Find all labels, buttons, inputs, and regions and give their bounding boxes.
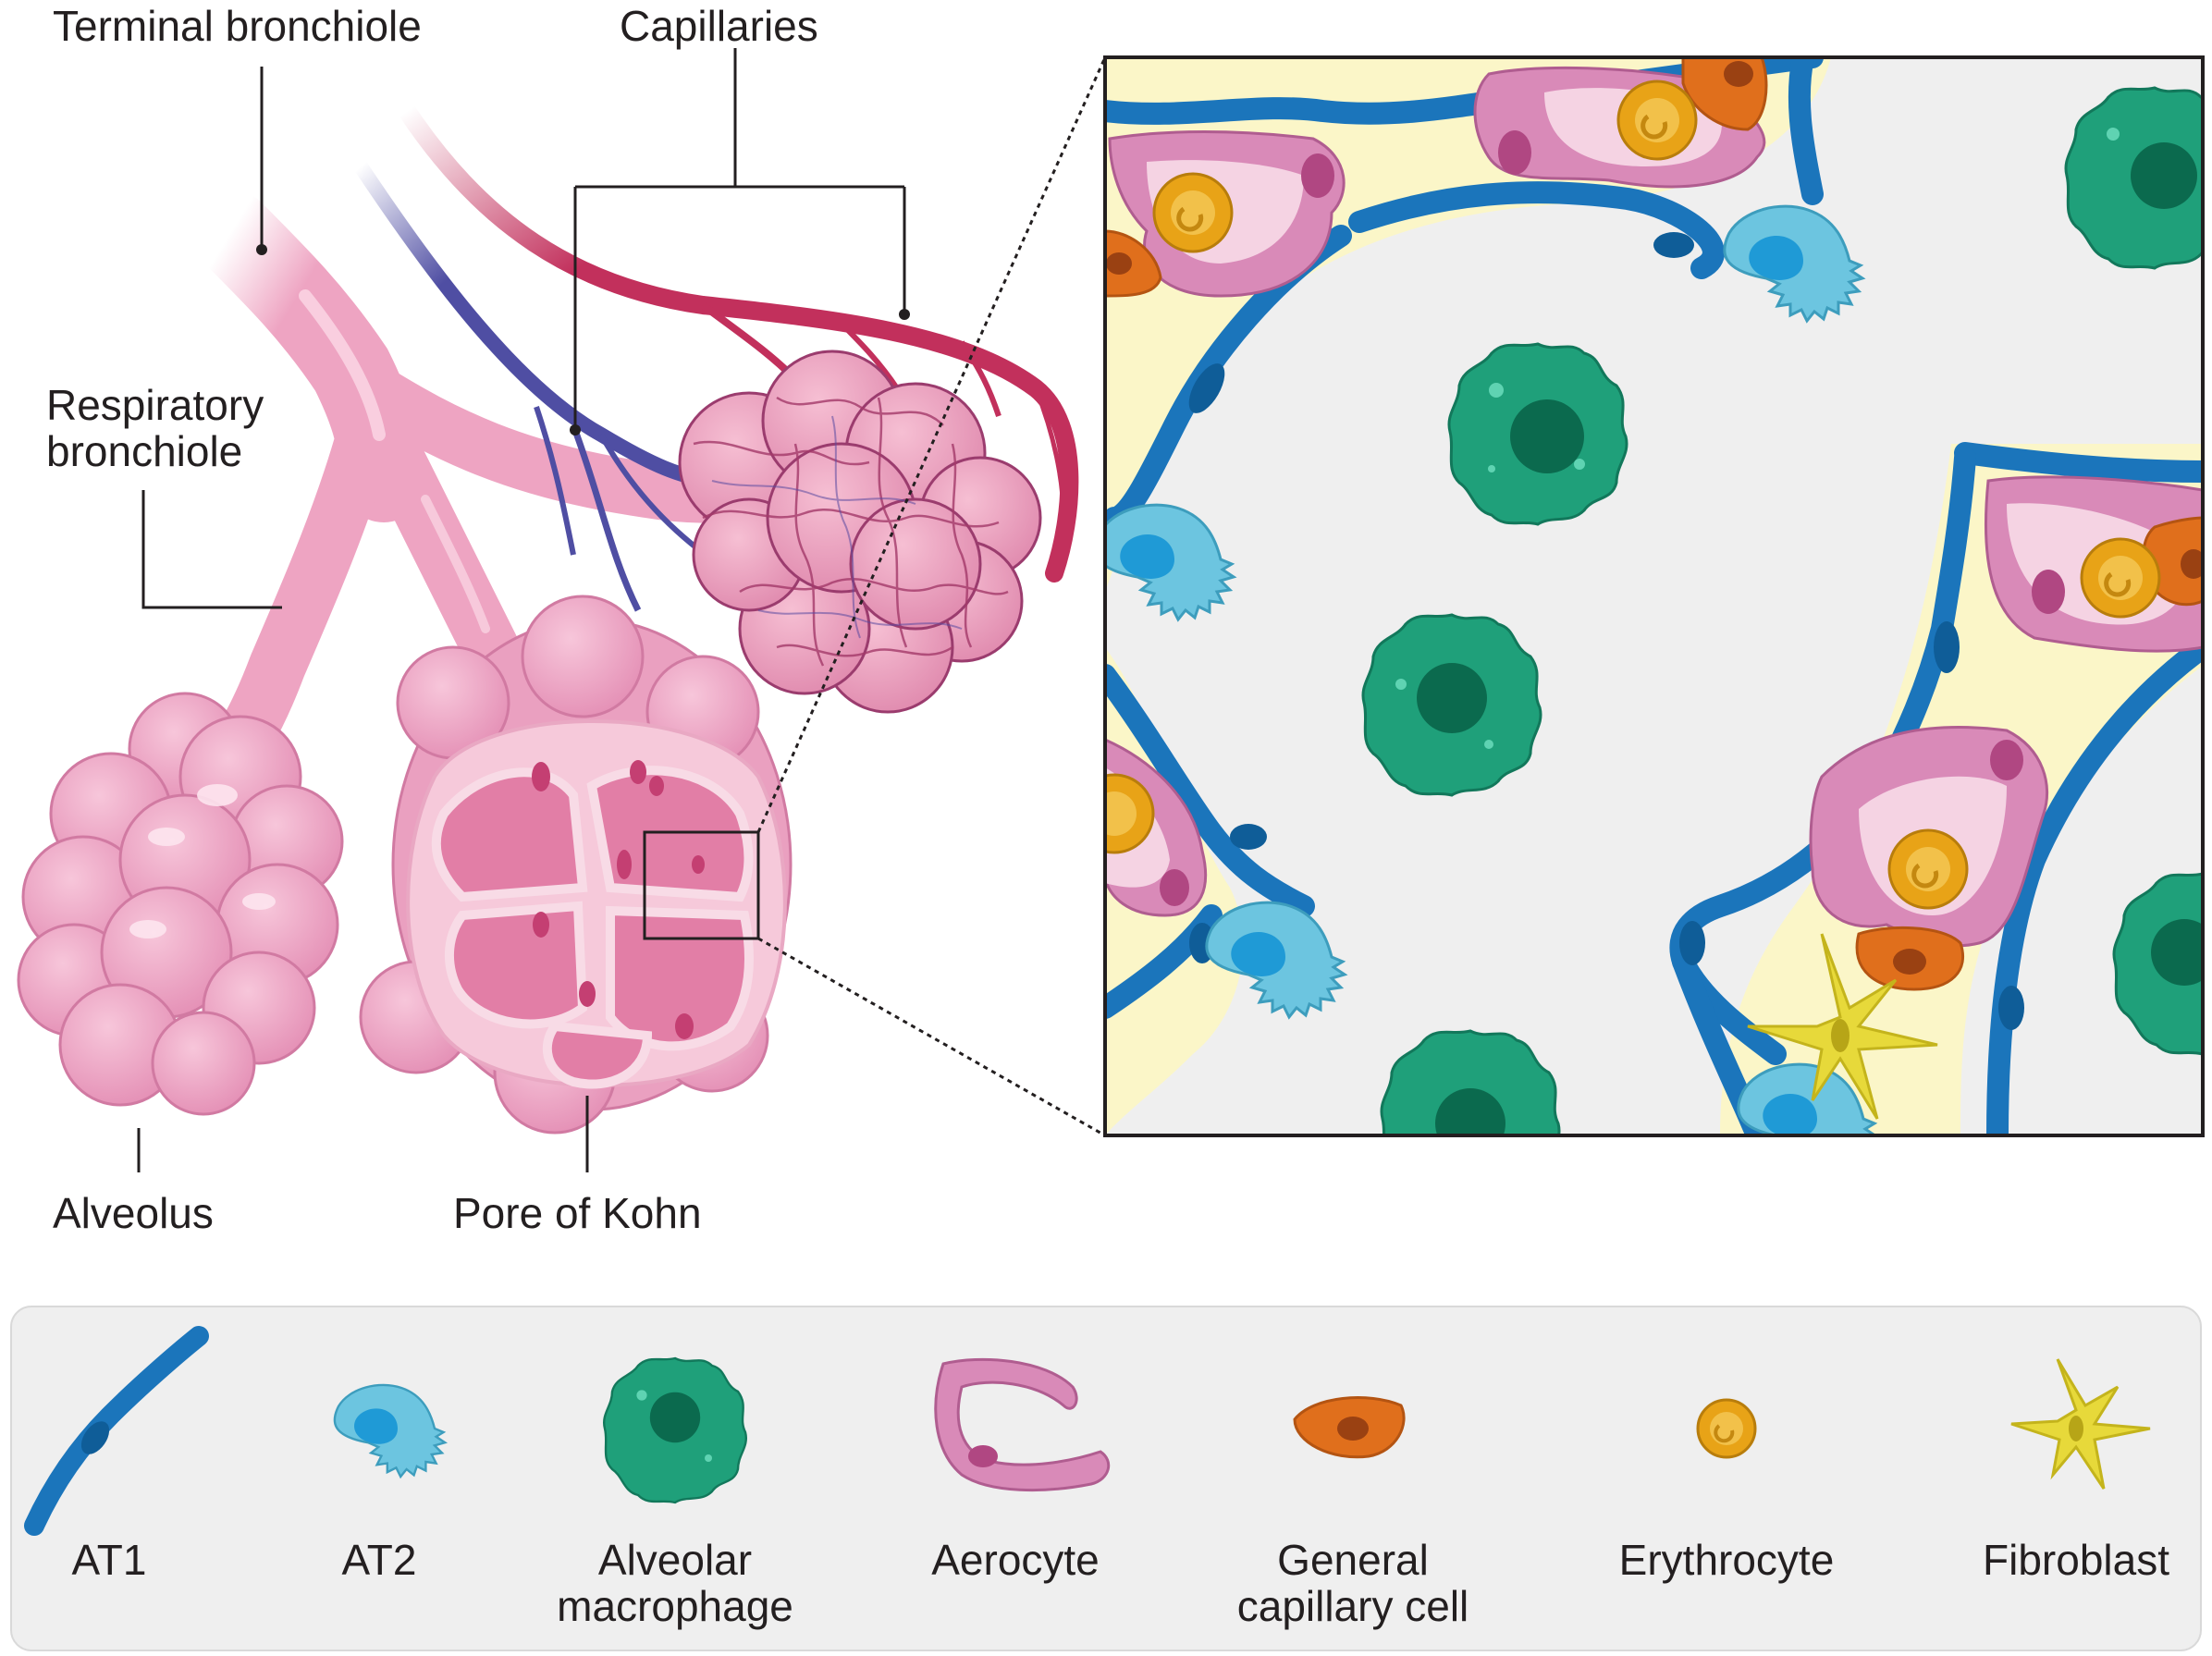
legend-panel: AT1 AT2 Alveolar macrophage Aerocyte Gen… (10, 1306, 2202, 1651)
legend-label-aerocyte: Aerocyte (931, 1536, 1100, 1584)
label-pore-of-kohn: Pore of Kohn (453, 1189, 702, 1237)
leader-lines (137, 48, 906, 1172)
legend-label-erythrocyte: Erythrocyte (1619, 1536, 1835, 1584)
inset-general-capillary-cells (1105, 57, 2203, 991)
legend-label-general-capillary-2: capillary cell (1237, 1582, 1469, 1630)
inset-fibroblast (1747, 933, 1938, 1120)
capillary-alveolar-sac (678, 350, 1042, 714)
fibroblast-icon (2010, 1358, 2151, 1490)
erythrocyte-icon (1696, 1398, 1757, 1459)
legend-label-at2: AT2 (342, 1536, 417, 1584)
label-alveolus: Alveolus (53, 1189, 214, 1237)
inset-macrophages (1361, 86, 2203, 1135)
legend-label-macrophage-1: Alveolar (598, 1536, 752, 1584)
legend-label-fibroblast: Fibroblast (1983, 1536, 2169, 1584)
inset-erythrocytes (1105, 80, 2161, 910)
general-capillary-cell-icon (1293, 1396, 1406, 1459)
alveolus-cluster (17, 692, 344, 1116)
blood-vessels (353, 102, 1079, 612)
inset-magnified-view (1103, 55, 2205, 1137)
macrophage-icon (602, 1356, 748, 1504)
at1-cell-icon (24, 1326, 209, 1536)
inset-at2-cells (1105, 204, 1878, 1135)
label-terminal-bronchiole: Terminal bronchiole (53, 2, 422, 50)
label-capillaries: Capillaries (620, 2, 818, 50)
at2-cell-icon (333, 1383, 449, 1479)
legend-label-at1: AT1 (72, 1536, 147, 1584)
aerocyte-icon (934, 1357, 1111, 1492)
label-respiratory-bronchiole-1: Respiratory (46, 381, 264, 429)
zoom-region-box (643, 830, 760, 940)
label-respiratory-bronchiole-2: bronchiole (46, 427, 242, 475)
legend-label-general-capillary-1: General (1277, 1536, 1429, 1584)
legend-label-macrophage-2: macrophage (557, 1582, 793, 1630)
pore-of-kohn-cluster (359, 595, 793, 1135)
